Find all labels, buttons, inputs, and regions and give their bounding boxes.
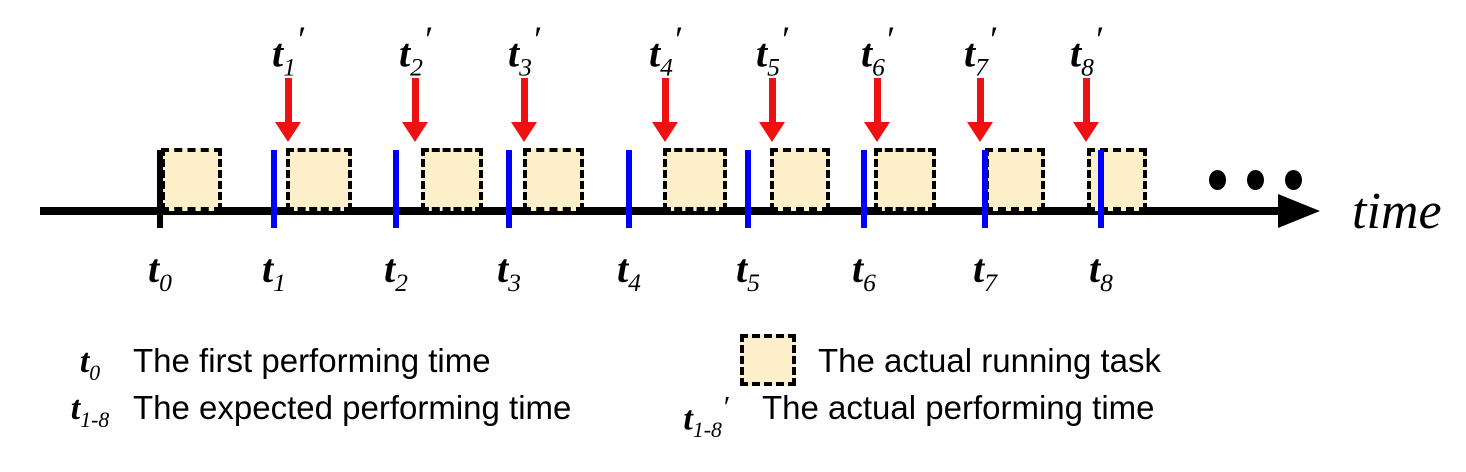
axis-tick-t0 <box>157 150 163 228</box>
actual-time-arrow-t1p <box>274 78 302 142</box>
arrow-head <box>511 122 537 142</box>
axis-caption-time: time <box>1352 183 1442 240</box>
legend-actual-running-task-text: The actual running task <box>818 342 1162 379</box>
arrow-shaft <box>411 78 419 126</box>
legend-first-performing-time-symbol: t0 <box>79 343 101 385</box>
arrow-head <box>275 122 301 142</box>
actual-time-label-t3p: t3′ <box>508 19 540 82</box>
axis-tick-t3 <box>506 150 512 228</box>
axis-tick-label-t1: t1 <box>262 246 286 297</box>
axis-tick-label-t7: t7 <box>973 246 997 297</box>
actual-time-label-t5p: t5′ <box>756 19 788 82</box>
legend-task-swatch <box>740 334 796 386</box>
task-box <box>985 148 1045 211</box>
legend-actual-performing-time-text: The actual performing time <box>762 389 1155 426</box>
axis-tick-label-t8: t8 <box>1089 246 1113 297</box>
timeline-axis-arrowhead <box>1278 194 1320 228</box>
axis-tick-t8 <box>1098 150 1104 228</box>
arrow-head <box>1073 122 1099 142</box>
actual-time-arrow-t5p <box>758 78 786 142</box>
actual-time-arrow-t8p <box>1072 78 1100 142</box>
axis-tick-label-t2: t2 <box>384 246 408 297</box>
task-box <box>286 148 352 211</box>
arrow-shaft <box>520 78 528 126</box>
actual-time-label-t6p: t6′ <box>861 19 893 82</box>
arrow-shaft <box>661 78 669 126</box>
actual-time-arrow-t7p <box>966 78 994 142</box>
axis-tick-label-t0: t0 <box>148 246 172 297</box>
legend-expected-performing-time-text: The expected performing time <box>133 389 572 426</box>
task-box <box>770 148 830 211</box>
actual-time-arrow-t3p <box>510 78 538 142</box>
axis-tick-label-t5: t5 <box>736 246 760 297</box>
arrow-head <box>652 122 678 142</box>
task-box <box>663 148 727 211</box>
task-box <box>523 148 584 211</box>
actual-time-arrow-t2p <box>401 78 429 142</box>
ellipsis-dots <box>1209 170 1302 190</box>
timeline-axis <box>40 207 1280 215</box>
legend-actual-performing-time-symbol: t1-8′ <box>683 390 729 443</box>
axis-tick-t5 <box>745 150 751 228</box>
arrow-head <box>967 122 993 142</box>
task-box <box>1087 148 1147 211</box>
arrow-shaft <box>284 78 292 126</box>
actual-time-arrow-t4p <box>651 78 679 142</box>
axis-tick-t4 <box>626 150 632 228</box>
actual-time-label-t2p: t2′ <box>399 19 431 82</box>
axis-tick-label-t4: t4 <box>617 246 641 297</box>
actual-time-label-t8p: t8′ <box>1070 19 1102 82</box>
ellipsis-dot <box>1247 170 1264 190</box>
actual-time-label-t4p: t4′ <box>649 19 681 82</box>
axis-tick-t6 <box>861 150 867 228</box>
actual-time-arrow-t6p <box>863 78 891 142</box>
axis-tick-t7 <box>982 150 988 228</box>
arrow-shaft <box>768 78 776 126</box>
ellipsis-dot <box>1285 170 1302 190</box>
axis-tick-label-t3: t3 <box>497 246 521 297</box>
axis-tick-t1 <box>271 150 277 228</box>
arrow-head <box>864 122 890 142</box>
arrow-head <box>759 122 785 142</box>
arrow-head <box>402 122 428 142</box>
task-box <box>161 148 222 211</box>
legend-first-performing-time-text: The first performing time <box>133 342 491 379</box>
task-box <box>874 148 936 211</box>
actual-time-label-t7p: t7′ <box>964 19 996 82</box>
arrow-shaft <box>1082 78 1090 126</box>
axis-tick-label-t6: t6 <box>852 246 876 297</box>
ellipsis-dot <box>1209 170 1226 190</box>
arrow-shaft <box>873 78 881 126</box>
axis-tick-t2 <box>393 150 399 228</box>
legend-expected-performing-time-symbol: t1-8 <box>70 390 110 432</box>
arrow-shaft <box>976 78 984 126</box>
actual-time-label-t1p: t1′ <box>272 19 304 82</box>
task-box <box>421 148 483 211</box>
